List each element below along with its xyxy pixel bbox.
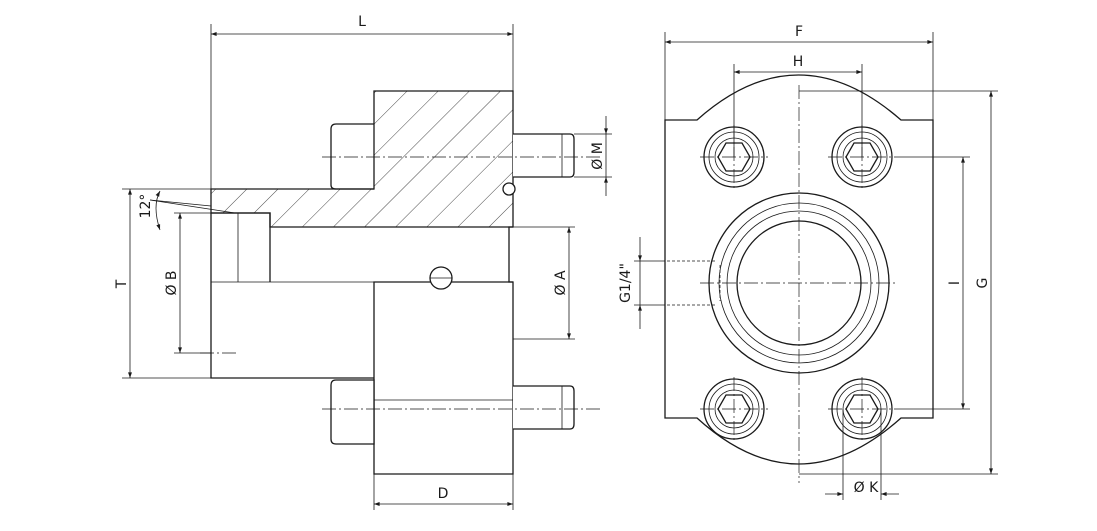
side-dimensions: L D T Ø B Ø A Ø M 12° [114,14,612,510]
dim-label-t: T [114,279,130,289]
dim-label-angle: 12° [138,194,154,219]
check-ball [502,182,516,196]
dim-label-k: Ø K [854,480,879,496]
dim-label-i: I [947,281,963,285]
dim-label-g: G [975,278,991,289]
dim-label-thread: G1/4" [618,263,634,303]
dim-label-a: Ø A [553,270,569,295]
dim-label-m: Ø M [590,142,606,170]
front-dimensions: F H G I Ø K G1/4" [618,24,998,500]
pin-right-bottom [513,385,575,430]
dim-label-h: H [793,54,804,70]
front-view [662,74,934,483]
pin-right-top [513,133,575,178]
flange-outline [664,74,934,465]
pin-left-bottom [330,379,375,445]
dim-label-l: L [358,14,366,30]
dim-label-b: Ø B [164,270,180,295]
dim-label-f: F [795,24,803,40]
section-hatch-area [210,90,514,228]
side-section-view [200,90,600,475]
dim-label-d: D [438,486,449,502]
